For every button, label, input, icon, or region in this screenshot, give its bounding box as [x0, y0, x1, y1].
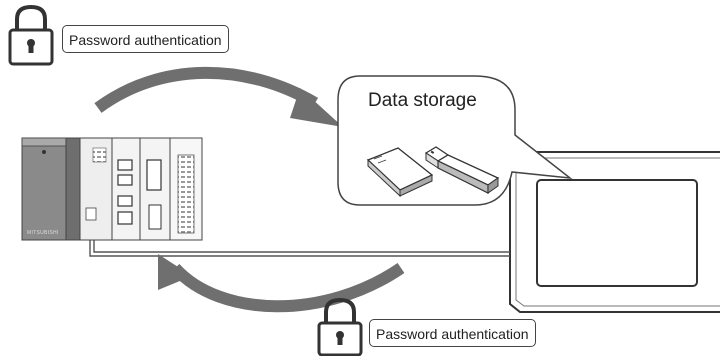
password-auth-label: Password authentication — [62, 25, 229, 53]
plc-brand-text: MITSUBISHI — [27, 230, 59, 236]
sd-card-icon — [366, 147, 434, 198]
arrow-bottom — [158, 254, 405, 313]
lock-icon — [8, 4, 54, 66]
data-storage-label: Data storage — [368, 90, 477, 111]
plc-icon — [21, 137, 203, 241]
lock-icon — [317, 297, 363, 356]
touch-panel-icon — [509, 151, 720, 313]
usb-drive-icon — [424, 146, 500, 194]
arrow-top — [94, 66, 343, 127]
password-auth-label: Password authentication — [369, 319, 536, 347]
